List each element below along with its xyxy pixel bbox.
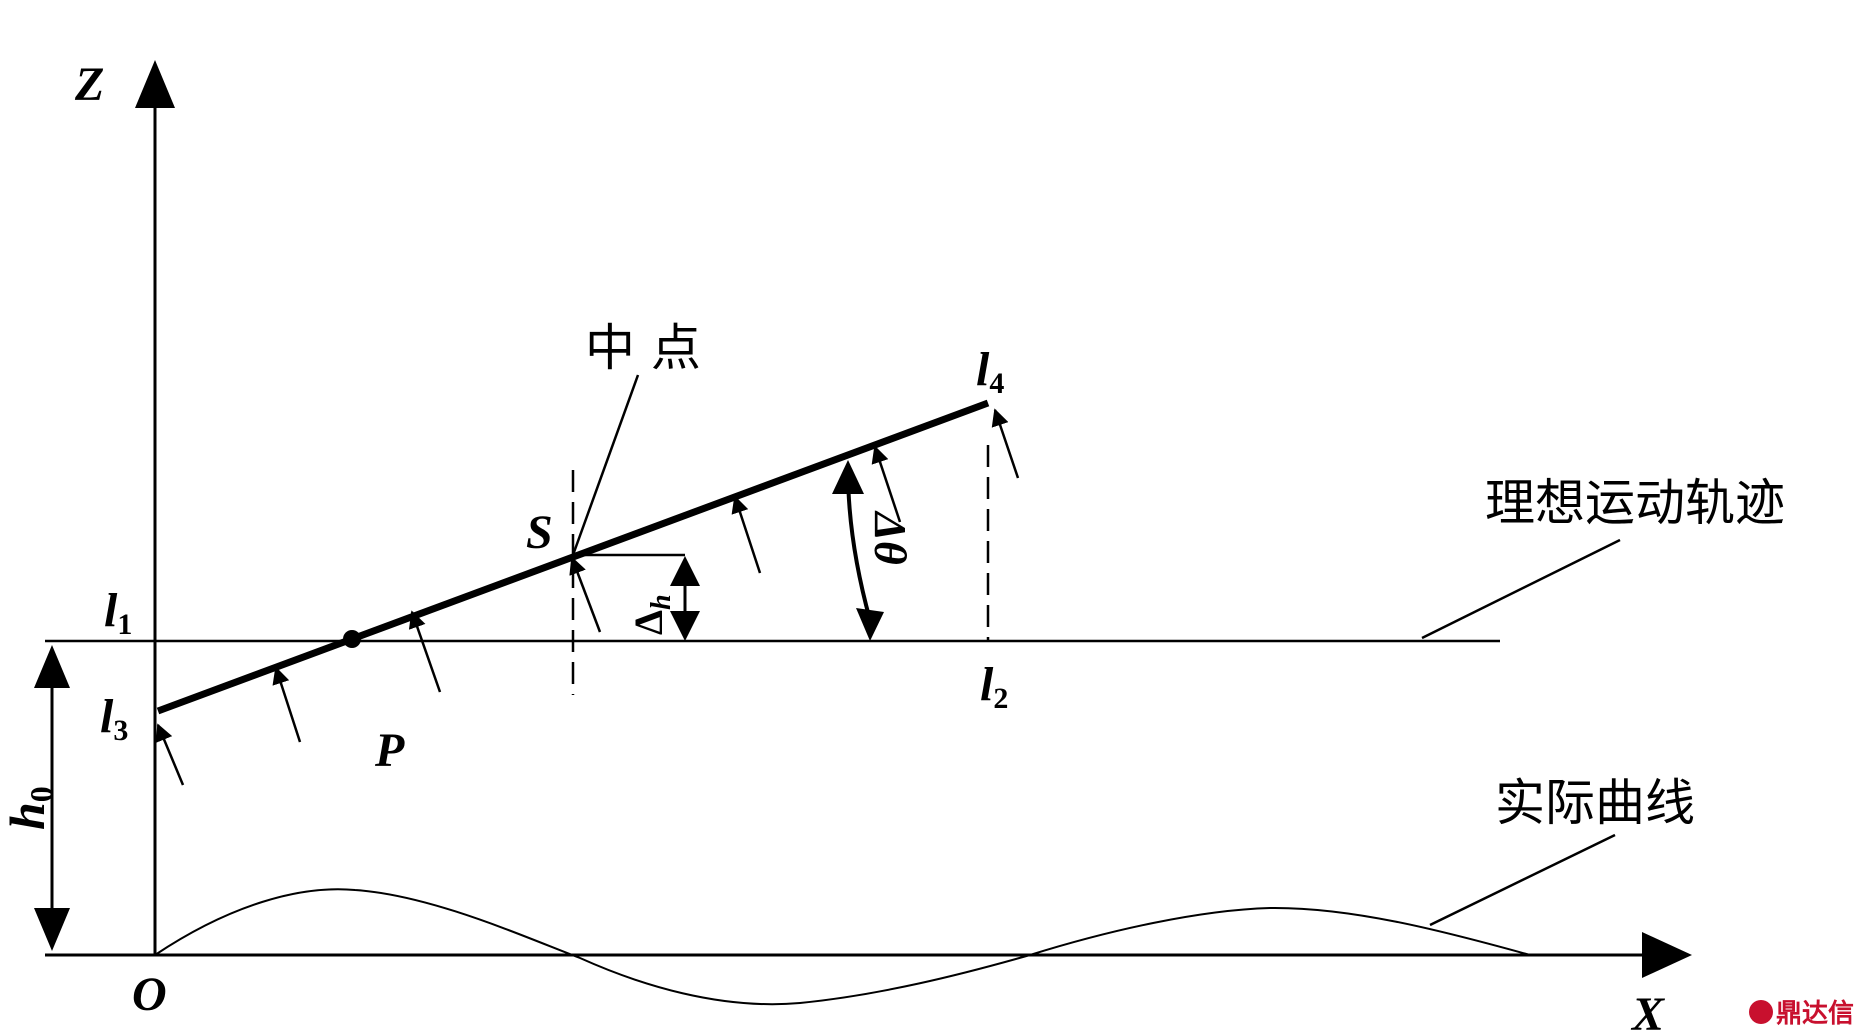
x-axis-arrowhead — [1642, 932, 1692, 978]
midpoint-leader — [571, 374, 640, 556]
h0-dimension — [34, 645, 70, 951]
l4-label: l4 — [976, 343, 1004, 400]
actual-curve-leader — [1429, 833, 1616, 927]
delta-h-label: Δh — [626, 594, 677, 635]
normal-arrows — [155, 408, 1020, 786]
l3-label: l3 — [100, 690, 128, 747]
h0-label: h0 — [0, 786, 59, 830]
origin-label: O — [132, 968, 167, 1021]
axes — [45, 60, 1692, 978]
delta-theta-label: Δθ — [865, 510, 916, 565]
z-axis-label: Z — [74, 58, 104, 111]
watermark-text: 鼎达信 — [1776, 999, 1854, 1029]
dingdaxin-logo-icon — [1749, 1000, 1773, 1024]
s-point-label: S — [526, 506, 553, 559]
midpoint-label: 中 点 — [585, 319, 701, 377]
watermark: 鼎达信 — [1749, 999, 1854, 1029]
point-p-dot — [343, 630, 361, 648]
ideal-trajectory-label: 理想运动轨迹 — [1485, 474, 1785, 532]
x-axis-label: X — [1630, 988, 1665, 1035]
ideal-trajectory-leader — [1421, 538, 1621, 640]
delta-h-dimension — [573, 553, 700, 641]
delta-theta-arc — [832, 460, 884, 641]
p-point-label: P — [374, 724, 405, 777]
actual-curve-label: 实际曲线 — [1495, 774, 1695, 832]
l1-label: l1 — [104, 584, 132, 641]
actual-curve — [154, 888, 1531, 1006]
z-axis-arrowhead — [135, 60, 175, 108]
l2-label: l2 — [980, 658, 1008, 715]
